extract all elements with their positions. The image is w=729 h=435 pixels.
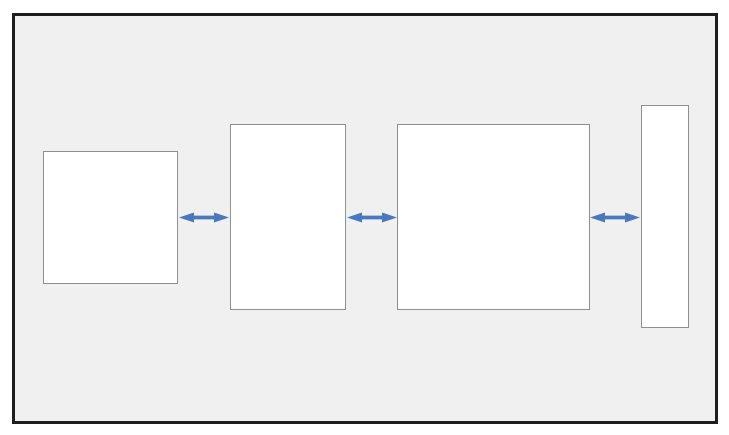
- box-4: [641, 105, 689, 328]
- double-arrow-box1-box2: [179, 212, 229, 223]
- box-2: [230, 124, 346, 310]
- double-arrow-icon: [347, 212, 397, 223]
- double-arrow-box3-box4: [590, 212, 640, 223]
- double-arrow-icon: [179, 212, 229, 223]
- box-1: [43, 151, 178, 284]
- double-arrow-box2-box3: [347, 212, 397, 223]
- box-3: [397, 124, 590, 310]
- double-arrow-icon: [590, 212, 640, 223]
